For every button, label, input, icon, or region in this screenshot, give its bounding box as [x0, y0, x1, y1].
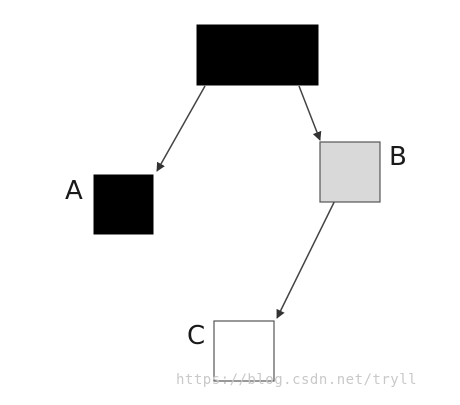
node-b-label: B [389, 142, 407, 172]
node-c-label: C [187, 321, 205, 351]
node-c [213, 320, 275, 382]
edge-root-to-a [156, 85, 206, 172]
watermark-text: https://blog.csdn.net/tryll [176, 372, 418, 388]
node-a [93, 174, 154, 235]
node-root [196, 24, 319, 86]
edge-root-to-b [298, 85, 322, 141]
node-a-label: A [65, 176, 83, 206]
node-b [319, 141, 381, 203]
